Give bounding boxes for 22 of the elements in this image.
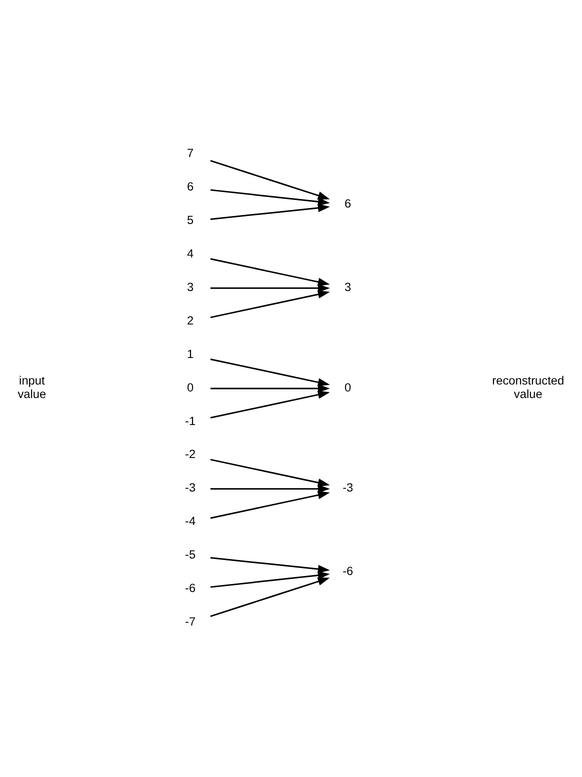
node-text: 3	[344, 280, 352, 294]
node-text: 6	[344, 196, 352, 211]
node-text: 4	[186, 246, 194, 261]
node-text: 1	[186, 346, 194, 361]
node-text: -7	[185, 614, 196, 628]
node-text: 0	[344, 380, 352, 394]
node-text: -5	[185, 548, 196, 562]
label: input value	[18, 374, 46, 402]
node-text: 3	[186, 280, 194, 294]
node-text: -3	[185, 480, 196, 495]
node-text: -3	[342, 480, 354, 495]
label: reconstructed value	[492, 374, 564, 402]
node-text: 5	[186, 213, 194, 228]
node-text: 7	[186, 146, 194, 160]
node-text: 6	[186, 180, 194, 194]
node-text: 2	[186, 313, 194, 328]
node-text: -4	[185, 514, 196, 528]
node-text: -1	[185, 414, 196, 428]
node-text: -6	[342, 564, 354, 578]
node-text: -6	[185, 581, 196, 596]
node-text: 0	[186, 380, 194, 394]
node-text: -2	[185, 447, 196, 462]
